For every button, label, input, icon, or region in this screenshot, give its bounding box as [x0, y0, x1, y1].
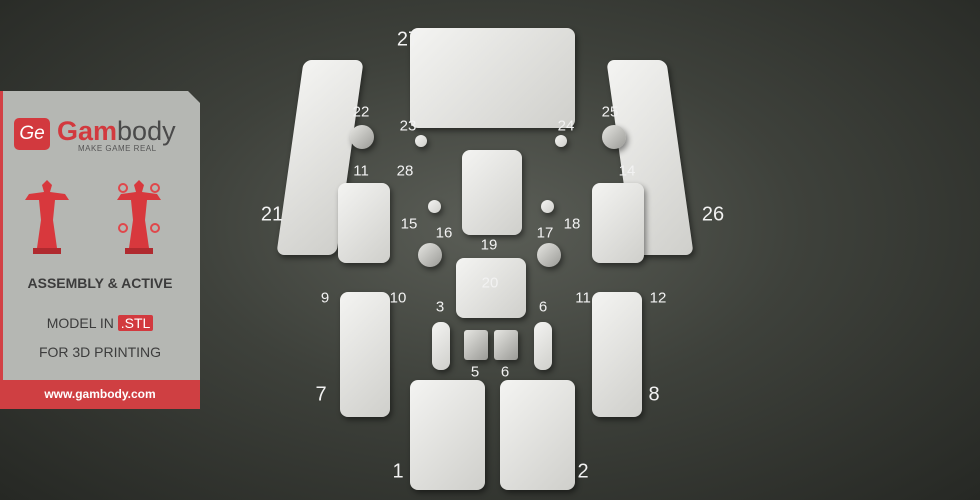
shoulder-right-part — [592, 183, 644, 263]
joint-part — [494, 330, 518, 360]
part-label: 6 — [500, 363, 510, 381]
part-label: 15 — [400, 215, 418, 233]
part-label: 6 — [538, 298, 548, 316]
part-label: 28 — [396, 162, 414, 180]
part-label: 18 — [563, 215, 581, 233]
ring-part — [602, 125, 626, 149]
brand-name: Gambody — [57, 116, 176, 146]
ball-part — [541, 200, 554, 213]
pin-part — [534, 322, 552, 370]
skirt-part — [456, 258, 526, 318]
part-label: 12 — [649, 289, 667, 307]
foot-left-part — [410, 380, 485, 490]
part-label: 26 — [701, 203, 725, 226]
card-headline: ASSEMBLY & ACTIVE — [27, 275, 173, 291]
tagline: MAKE GAME REAL — [78, 144, 157, 153]
part-label: 7 — [315, 383, 327, 406]
part-label: 24 — [557, 117, 575, 135]
card-purpose: FOR 3D PRINTING — [38, 344, 162, 360]
gambody-logo-icon: Ge — [14, 118, 50, 150]
ball-part — [428, 200, 441, 213]
joint-part — [464, 330, 488, 360]
part-label: 1 — [392, 460, 404, 483]
part-label: 20 — [481, 274, 499, 292]
part-label: 11 — [575, 289, 591, 307]
website-link[interactable]: www.gambody.com — [0, 380, 200, 409]
part-label: 25 — [601, 103, 619, 121]
part-label: 21 — [260, 203, 284, 226]
part-label: 11 — [353, 162, 369, 180]
shoulder-left-part — [338, 183, 390, 263]
ring-part — [350, 125, 374, 149]
part-label: 2 — [577, 460, 589, 483]
articulated-figure-icon — [117, 180, 161, 254]
card-format: MODEL IN .STL — [0, 315, 200, 331]
static-figure-icon — [25, 180, 69, 254]
part-label: 14 — [618, 162, 636, 180]
torso-part — [410, 28, 575, 128]
hip-part — [462, 150, 522, 235]
leg-right-part — [592, 292, 642, 417]
part-label: 3 — [435, 298, 445, 316]
foot-right-part — [500, 380, 575, 490]
ring-part — [418, 243, 442, 267]
leg-left-part — [340, 292, 390, 417]
part-label: 9 — [320, 289, 330, 307]
part-label: 22 — [352, 103, 370, 121]
part-label: 19 — [480, 236, 498, 254]
part-label: 17 — [536, 224, 554, 242]
ball-part — [555, 135, 567, 147]
part-label: 5 — [470, 363, 480, 381]
part-label: 8 — [648, 383, 660, 406]
pin-part — [432, 322, 450, 370]
ball-part — [415, 135, 427, 147]
ring-part — [537, 243, 561, 267]
part-label: 16 — [435, 224, 453, 242]
part-label: 10 — [389, 289, 407, 307]
part-label: 23 — [399, 117, 417, 135]
part-label: 27 — [396, 28, 420, 51]
